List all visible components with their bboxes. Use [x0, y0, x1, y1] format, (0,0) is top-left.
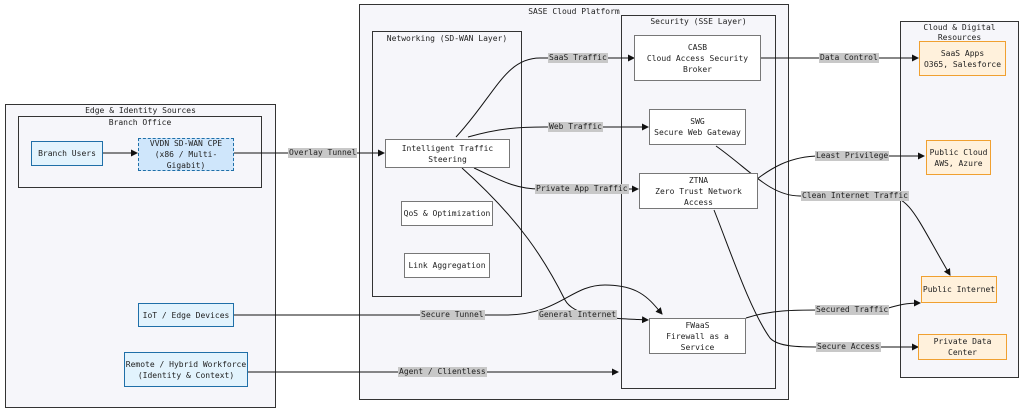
cluster-edge-identity-title: Edge & Identity Sources	[85, 106, 196, 115]
node-private-dc-line1: Private Data Center	[933, 337, 992, 357]
edge-web-traffic	[467, 123, 649, 138]
node-branch-users-line1: Branch Users	[38, 149, 96, 158]
node-private-data-center[interactable]: Private Data Center	[918, 334, 1007, 360]
node-qos-line1: QoS & Optimization	[403, 209, 491, 218]
node-casb-line1: CASB	[687, 42, 708, 52]
label-overlay-tunnel: Overlay Tunnel	[288, 148, 358, 158]
node-traffic-steering-line1: Intelligent Traffic Steering	[401, 143, 494, 164]
node-public-internet-line1: Public Internet	[922, 285, 996, 294]
node-public-internet[interactable]: Public Internet	[921, 276, 997, 303]
label-saas-traffic: SaaS Traffic	[548, 53, 608, 63]
node-link-aggregation[interactable]: Link Aggregation	[404, 253, 490, 278]
label-least-privilege: Least Privilege	[815, 151, 890, 161]
node-traffic-steering[interactable]: Intelligent Traffic Steering	[385, 139, 510, 168]
node-saas-line1: SaaS Apps	[940, 48, 985, 58]
label-clean-internet: Clean Internet Traffic	[801, 191, 909, 201]
node-ztna-line2: Zero Trust Network Access	[655, 186, 742, 207]
node-swg[interactable]: SWG Secure Web Gateway	[649, 109, 746, 145]
node-ztna[interactable]: ZTNA Zero Trust Network Access	[639, 173, 758, 209]
label-data-control: Data Control	[819, 53, 879, 63]
cluster-sase-platform-title: SASE Cloud Platform	[528, 7, 620, 16]
node-fwaas-line2: Firewall as a Service	[666, 331, 729, 352]
cluster-cloud-resources: Cloud & Digital Resources	[900, 21, 1019, 378]
edge-secure-access	[713, 209, 919, 351]
label-general-internet: General Internet	[538, 310, 618, 320]
cluster-branch-office-title: Branch Office	[108, 118, 172, 127]
node-casb-line2: Cloud Access Security	[646, 53, 749, 63]
label-secured-traffic: Secured Traffic	[815, 305, 890, 315]
node-fwaas[interactable]: FWaaS Firewall as a Service	[649, 318, 746, 354]
edge-secure-tunnel	[234, 284, 663, 316]
edge-clean-internet	[715, 145, 951, 276]
node-qos-optimization[interactable]: QoS & Optimization	[401, 201, 493, 226]
node-casb[interactable]: CASB Cloud Access Security Broker	[634, 35, 761, 81]
cluster-networking-title: Networking (SD-WAN Layer)	[386, 34, 508, 43]
node-public-cloud-line2: AWS, Azure	[934, 158, 983, 168]
label-agent-clientless: Agent / Clientless	[398, 367, 487, 377]
node-iot-line1: IoT / Edge Devices	[142, 310, 230, 320]
node-sdwan-cpe[interactable]: VVDN SD-WAN CPE (x86 / Multi-Gigabit)	[138, 138, 234, 171]
node-ztna-line1: ZTNA	[688, 175, 709, 185]
node-public-cloud-line1: Public Cloud	[929, 147, 988, 157]
node-public-cloud[interactable]: Public Cloud AWS, Azure	[926, 140, 991, 175]
node-swg-line2: Secure Web Gateway	[654, 128, 741, 137]
node-saas-apps[interactable]: SaaS Apps O365, Salesforce	[919, 41, 1006, 76]
node-saas-line2: O365, Salesforce	[923, 59, 1002, 69]
node-swg-line1: SWG	[690, 117, 705, 126]
node-fwaas-line1: FWaaS	[685, 320, 710, 330]
label-web-traffic: Web Traffic	[548, 122, 603, 132]
node-branch-users[interactable]: Branch Users	[31, 141, 103, 166]
node-casb-line3: Broker	[683, 64, 712, 74]
label-private-app-traffic: Private App Traffic	[535, 184, 629, 194]
node-sdwan-cpe-line2: (x86 / Multi-Gigabit)	[154, 150, 218, 170]
cluster-cloud-resources-title: Cloud & Digital Resources	[923, 23, 996, 42]
edge-saas-traffic	[455, 54, 635, 138]
node-remote-line2: (Identity & Context)	[137, 370, 235, 380]
cluster-security-title: Security (SSE Layer)	[650, 17, 747, 26]
node-sdwan-cpe-line1: VVDN SD-WAN CPE	[149, 139, 223, 148]
node-remote-workforce[interactable]: Remote / Hybrid Workforce (Identity & Co…	[124, 352, 248, 387]
node-iot-edge-devices[interactable]: IoT / Edge Devices	[138, 303, 234, 327]
node-link-agg-line1: Link Aggregation	[408, 261, 486, 270]
label-secure-tunnel: Secure Tunnel	[420, 310, 485, 320]
node-remote-line1: Remote / Hybrid Workforce	[125, 359, 247, 369]
label-secure-access: Secure Access	[816, 342, 881, 352]
